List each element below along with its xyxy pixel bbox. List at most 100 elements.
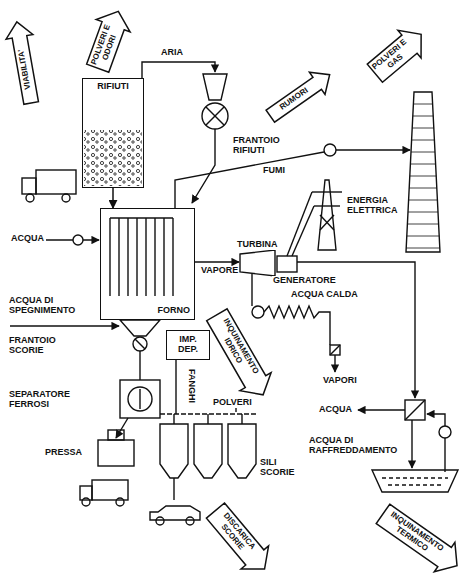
iron-separator-part [120, 380, 160, 418]
boiler-tubes-part [110, 217, 173, 218]
boiler-tubes-part [145, 218, 146, 296]
chimney-part [411, 152, 435, 153]
power-pylon-part [312, 191, 342, 192]
waste-crusher-part [192, 129, 215, 203]
press [98, 430, 134, 466]
truck-part [62, 194, 70, 202]
boiler-tubes-part [163, 218, 164, 296]
condenser-part [358, 409, 405, 410]
waste-crusher [192, 74, 228, 203]
car-part [186, 517, 194, 525]
turbine-generator-part [240, 250, 275, 276]
arrow-text: INQUINAMENTO IDRICO [210, 312, 263, 387]
hot-water-circuit-part [264, 306, 330, 345]
boiler-tubes-part [118, 218, 119, 296]
slag-crusher-part [133, 337, 147, 351]
box-label: RIFIUTI [96, 82, 130, 92]
chimney-part [410, 164, 435, 165]
truck-part [92, 480, 128, 500]
press-part [98, 440, 134, 466]
chimney-part [406, 248, 440, 249]
waste-pile-part [84, 130, 142, 186]
chimney-part [412, 128, 434, 129]
arrow-shape [202, 499, 279, 581]
part-label: ACQUA CALDA [290, 290, 359, 300]
boiler-tubes-part [127, 218, 128, 296]
part-label: FANGHI [186, 368, 196, 404]
condenser-part [444, 438, 445, 472]
chimney-part [413, 116, 433, 117]
part-label: SEPARATORE FERROSI [8, 390, 100, 410]
slag-crusher-part [139, 351, 140, 380]
iron-separator-part [116, 418, 128, 438]
car-part [156, 517, 164, 525]
chimney-part [408, 212, 438, 213]
truck [80, 480, 128, 506]
truck-part [82, 498, 90, 506]
power-pylon-part [314, 205, 340, 206]
feed-chute [112, 188, 114, 208]
impact-arrow: POLVERI E GAS [362, 20, 434, 89]
part-label: ARIA [160, 48, 184, 58]
boiler-tubes-part [109, 218, 110, 296]
conveyor-part [175, 360, 176, 414]
slag-silos-part [194, 424, 222, 478]
arrow-text: RUMORI [269, 79, 320, 118]
chimney [406, 92, 440, 252]
cooling-basin [372, 470, 458, 492]
slag-silos-part [160, 424, 188, 478]
chimney-part [407, 236, 439, 237]
hot-water-circuit-part [251, 274, 252, 306]
box-label: FORNO [157, 306, 192, 316]
waste-crusher-part [203, 74, 227, 100]
power-pylon-part [287, 192, 312, 256]
waste-crusher-part [206, 107, 224, 125]
condenser-part [427, 414, 445, 426]
power-pylon-part [320, 215, 334, 230]
chimney-part [407, 224, 438, 225]
car [150, 506, 200, 525]
slag-silos-part [173, 478, 174, 500]
quench-water [10, 325, 119, 326]
truck-part [22, 178, 36, 194]
part-label: FRANTOIO SCORIE [8, 336, 90, 356]
arrow-shape [263, 63, 338, 127]
chimney-part [409, 200, 438, 201]
quench-water-part [10, 325, 119, 326]
chimney-part [410, 176, 436, 177]
chimney-part [409, 188, 437, 189]
chimney-part [412, 140, 435, 141]
hot-water-circuit-part [330, 345, 340, 355]
waste-pile [84, 130, 142, 186]
truck [22, 170, 76, 202]
part-label: ENERGIA ELETTRICA [346, 196, 406, 216]
steam-pipe [195, 261, 239, 262]
part-label: ACQUA DI RAFFREDDAMENTO [308, 436, 402, 456]
slag-crusher-part [120, 320, 160, 336]
slag-crusher [120, 320, 160, 380]
boiler-tubes-part [136, 218, 137, 296]
cooling-basin-part [372, 470, 458, 492]
truck-part [36, 170, 76, 194]
waste-crusher-part [202, 103, 228, 129]
part-label: FRANTOIO RIFIUTI [232, 136, 294, 156]
part-label: VAPORI [322, 376, 358, 386]
water-feed-part [73, 235, 83, 245]
chimney-part [406, 92, 440, 252]
cooling-basin-part [388, 484, 442, 485]
flue-duct-part [324, 144, 336, 156]
boiler-tubes [110, 218, 173, 296]
iron-separator-part [139, 389, 140, 409]
part-label: VAPORE [200, 266, 239, 276]
arrow-shape [3, 19, 44, 105]
slag-silos-part [228, 424, 256, 478]
treatment-box: IMP. DEP. [166, 330, 210, 360]
slag-silos [160, 414, 256, 500]
hot-water-circuit-part [334, 355, 335, 372]
part-label: GENERATORE [272, 276, 337, 286]
arrow-shape [373, 499, 468, 580]
slag-crusher-part [135, 339, 145, 349]
